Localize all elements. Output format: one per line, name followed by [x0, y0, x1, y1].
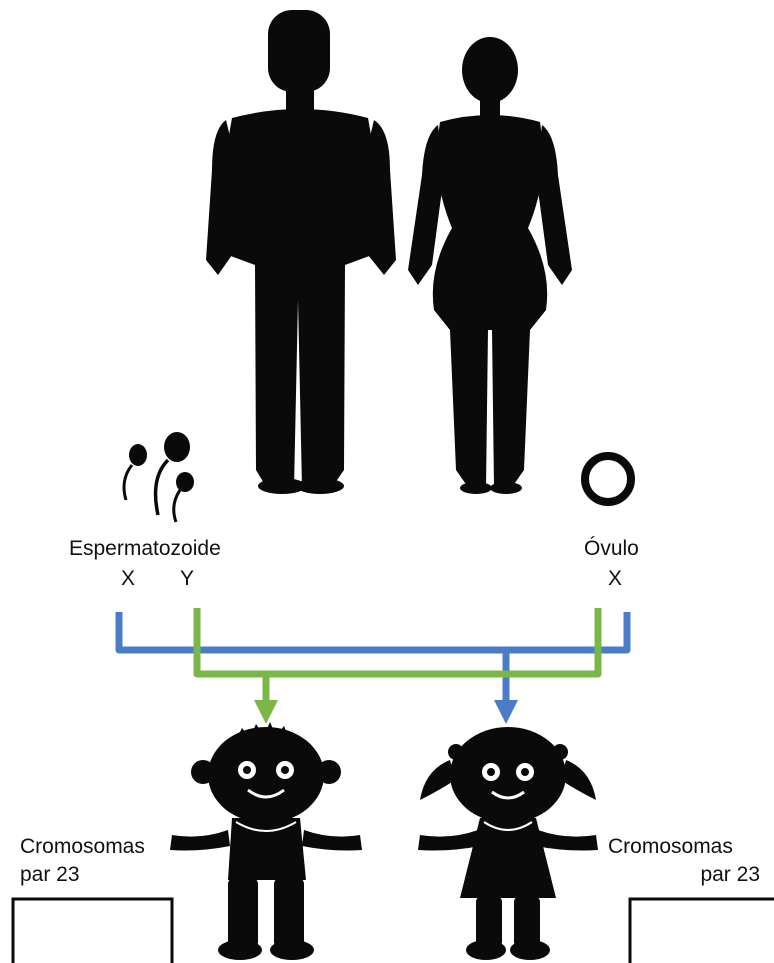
ovum-x-label: X	[608, 567, 622, 591]
right-chromosome-box	[630, 899, 774, 963]
right-box-title: Cromosomas	[608, 835, 733, 859]
sperm-label: Espermatozoide	[69, 537, 221, 561]
girl-icon	[418, 727, 598, 960]
y-chromosome-path	[197, 608, 598, 705]
woman-silhouette-icon	[408, 37, 572, 494]
x-arrow-head	[494, 700, 518, 724]
y-arrow-head	[254, 700, 278, 724]
ovum-icon	[585, 456, 631, 502]
sperm-icon	[124, 432, 194, 522]
boy-icon	[170, 722, 362, 960]
man-silhouette-icon	[206, 10, 396, 494]
left-chromosome-box	[13, 899, 172, 963]
sperm-y-label: Y	[180, 567, 194, 591]
sperm-x-label: X	[121, 567, 135, 591]
ovum-label: Óvulo	[584, 537, 639, 561]
left-box-title: Cromosomas	[20, 835, 145, 859]
left-box-subtitle: par 23	[20, 863, 80, 887]
right-box-subtitle: par 23	[700, 863, 760, 887]
